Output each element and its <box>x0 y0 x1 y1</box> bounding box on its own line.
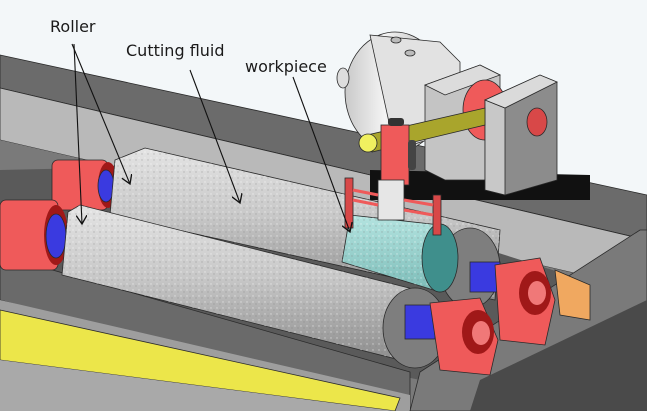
cutting-fluid-arrow <box>189 69 240 203</box>
yellow-stripe <box>0 309 401 411</box>
label-workpiece: workpiece <box>245 57 327 76</box>
label-roller: Roller <box>50 17 96 36</box>
roller-arrow-1 <box>71 43 130 184</box>
workpiece-arrow <box>292 76 350 232</box>
front-roller <box>0 199 499 376</box>
roller-arrow-2 <box>73 43 82 224</box>
label-cutting-fluid: Cutting fluid <box>126 41 225 60</box>
clamp-head <box>344 118 442 236</box>
leader-lines <box>71 43 350 232</box>
front-roller-shaft-right <box>404 304 436 340</box>
workpiece-cylinder <box>341 214 459 293</box>
